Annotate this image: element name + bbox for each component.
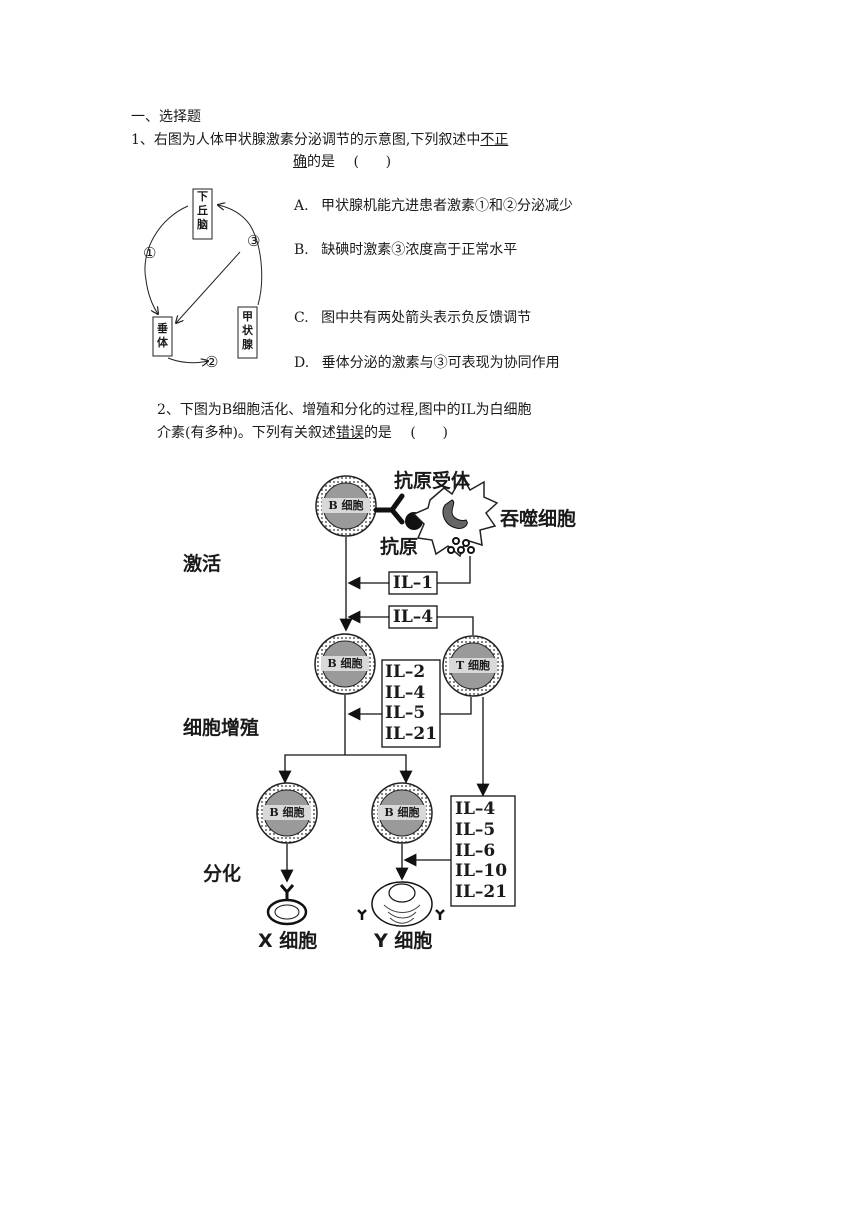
hormone-3-label: ③ (247, 232, 261, 250)
phagocyte-label: 吞噬细胞 (500, 508, 577, 530)
option-text: 垂体分泌的激素与③可表现为协同作用 (321, 355, 560, 371)
q1-option-c: C. 图中共有两处箭头表示负反馈调节 (294, 309, 531, 327)
hypothalamus-label: 下丘脑 (197, 190, 208, 231)
option-letter: C. (294, 310, 309, 326)
x-cell-shape (266, 884, 308, 926)
q2-answer-paren: ( ) (410, 425, 449, 441)
arrow-t-to-box1 (440, 697, 472, 715)
q1-stem: 1、右图为人体甲状腺激素分泌调节的示意图,下列叙述中不正 (131, 131, 508, 149)
q1-stem-underline-2: 确 (293, 154, 307, 170)
il-item: IL–10 (455, 861, 508, 882)
option-text: 甲状腺机能亢进患者激素①和②分泌减少 (321, 198, 574, 214)
split-line (284, 754, 407, 780)
t-cell-label: T 细胞 (455, 659, 490, 672)
q2-stem-line1: 2、下图为B细胞活化、增殖和分化的过程,图中的IL为白细胞 (157, 402, 532, 418)
stage-proliferate-label: 细胞增殖 (183, 717, 260, 739)
q1-answer-paren: ( ) (353, 154, 392, 170)
pituitary-label: 垂体 (157, 322, 168, 349)
q2-stem-underline: 错误 (335, 425, 364, 441)
arrow-thyroid-to-pituitary (176, 251, 241, 323)
y-cell-shape (357, 881, 445, 927)
il-box-2-list: IL–4 IL–5 IL–6 IL–10 IL–21 (455, 799, 507, 903)
hormone-1-label: ① (143, 244, 157, 262)
hormone-2-label: ② (205, 353, 219, 371)
il-item: IL–6 (455, 840, 496, 861)
b-cell-middle-label: B 细胞 (327, 657, 363, 670)
q1-option-b: B. 缺碘时激素③浓度高于正常水平 (294, 241, 517, 259)
q1-stem-post: 的是 (307, 154, 335, 170)
q1-option-d: D. 垂体分泌的激素与③可表现为协同作用 (294, 354, 560, 372)
arrow-pituitary-to-thyroid (167, 357, 208, 363)
y-cell-label: Y 细胞 (374, 930, 433, 952)
option-letter: D. (294, 355, 310, 371)
antigen-receptor-shape (373, 493, 405, 525)
b-cell-left-label: B 细胞 (269, 806, 305, 819)
il-box-1-list: IL–2 IL–4 IL–5 IL–21 (385, 662, 437, 744)
il-item: IL–21 (385, 723, 438, 744)
il-item: IL–5 (385, 703, 426, 723)
antigen-shape (405, 512, 423, 530)
phagocyte-granules (447, 537, 475, 554)
arrow-thyroid-to-hypothalamus (218, 205, 263, 306)
q2-stem-pre: 介素(有多种)。下列有关叙述 (157, 425, 336, 441)
q1-stem-pre: 1、右图为人体甲状腺激素分泌调节的示意图,下列叙述中 (131, 132, 481, 148)
il1-label: IL–1 (392, 573, 434, 593)
thyroid-label: 甲状腺 (242, 310, 253, 351)
b-cell-right-label: B 细胞 (384, 806, 420, 819)
stage-activate-label: 激活 (183, 553, 222, 575)
section-heading: 一、选择题 (131, 109, 201, 125)
option-text: 图中共有两处箭头表示负反馈调节 (321, 310, 532, 326)
q1-stem-line2: 确的是 ( ) (293, 153, 391, 171)
phagocyte-nucleus (442, 499, 468, 529)
arrow-phagocyte-to-il1 (437, 556, 471, 584)
il-item: IL–4 (385, 682, 426, 703)
option-letter: A. (294, 198, 309, 214)
antigen-receptor-label: 抗原受体 (394, 470, 471, 492)
antigen-label: 抗原 (380, 536, 419, 558)
stage-differentiate-label: 分化 (203, 863, 242, 885)
il-item: IL–21 (455, 882, 508, 903)
q1-option-a: A. 甲状腺机能亢进患者激素①和②分泌减少 (294, 197, 573, 215)
il-item: IL–5 (455, 819, 496, 840)
option-letter: B. (294, 242, 309, 258)
q2-stem-post: 的是 (363, 425, 392, 441)
x-cell-label: X 细胞 (258, 930, 318, 952)
option-text: 缺碘时激素③浓度高于正常水平 (321, 242, 518, 258)
il-item: IL–2 (385, 662, 426, 682)
b-cell-top-label: B 细胞 (328, 499, 364, 512)
q2-stem-line2: 介素(有多种)。下列有关叙述错误的是 ( ) (157, 424, 448, 442)
arrow-t-to-il4 (437, 616, 474, 635)
q1-stem-underline: 不正 (480, 132, 509, 148)
il4-label: IL–4 (392, 607, 434, 627)
il-item: IL–4 (455, 799, 496, 819)
